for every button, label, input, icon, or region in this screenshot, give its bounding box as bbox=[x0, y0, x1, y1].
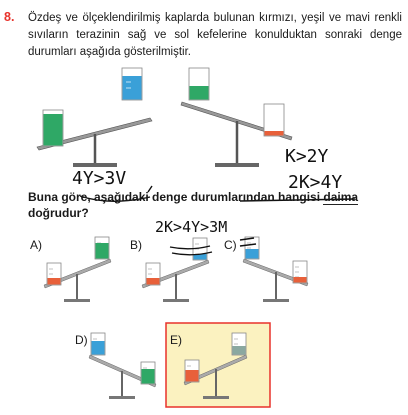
emphasis-word: daima bbox=[323, 190, 359, 205]
scale-option-d bbox=[88, 332, 157, 399]
blue-beaker bbox=[121, 67, 143, 101]
green-beaker bbox=[140, 361, 156, 385]
scale-option-b bbox=[141, 237, 210, 302]
prompt-text: Buna göre, aşağıdaki denge durumlarından… bbox=[28, 190, 321, 204]
red-beaker bbox=[145, 262, 161, 286]
red-beaker bbox=[263, 103, 285, 137]
green-beaker bbox=[94, 236, 110, 260]
red-beaker bbox=[46, 262, 62, 286]
handwritten-note: 4Y>3V bbox=[72, 168, 127, 189]
prompt-text-end: doğrudur? bbox=[28, 206, 89, 220]
handwriting-marks bbox=[79, 185, 356, 256]
option-b-label[interactable]: B) bbox=[130, 238, 142, 252]
question-text: Özdeş ve ölçeklendirilmiş kaplarda bulun… bbox=[28, 12, 402, 58]
handwritten-note: 2K>4Y bbox=[288, 172, 343, 193]
option-e-label[interactable]: E) bbox=[170, 333, 182, 347]
red-beaker bbox=[184, 359, 200, 383]
green-beaker bbox=[42, 109, 64, 147]
scale-option-c bbox=[242, 236, 309, 302]
question-prompt: Buna göre, aşağıdaki denge durumlarından… bbox=[28, 189, 368, 221]
option-c-label[interactable]: C) bbox=[224, 238, 237, 252]
scale-option-a bbox=[43, 236, 112, 302]
scale-option-e bbox=[183, 332, 248, 399]
blue-beaker bbox=[244, 236, 260, 260]
red-beaker bbox=[292, 260, 308, 284]
blue-beaker bbox=[90, 332, 106, 356]
question-number: 8. bbox=[4, 10, 15, 24]
scale-1 bbox=[36, 67, 153, 167]
green-beaker bbox=[188, 67, 210, 101]
green-beaker bbox=[231, 332, 247, 356]
answer-highlight-box bbox=[165, 322, 271, 408]
handwritten-note: 2K>4Y>3M bbox=[155, 218, 228, 236]
handwritten-note: K>2Y bbox=[285, 146, 329, 167]
scale-2 bbox=[180, 67, 293, 167]
option-d-label[interactable]: D) bbox=[75, 333, 88, 347]
blue-beaker bbox=[192, 237, 208, 261]
option-a-label[interactable]: A) bbox=[30, 238, 42, 252]
